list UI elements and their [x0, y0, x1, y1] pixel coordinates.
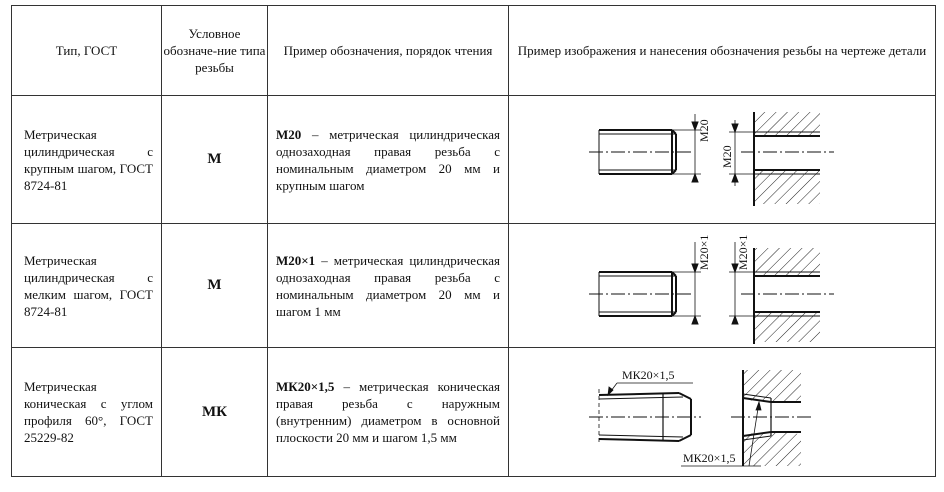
table-row: Метрическая цилиндрическая с мелким шаго…: [11, 223, 936, 348]
internal-thread-part: [741, 112, 834, 206]
header-row: Тип, ГОСТ Условное обозначе-ние типа рез…: [11, 5, 936, 96]
external-thread-shaft: [589, 129, 691, 175]
example-text: – метрическая цилиндрическая однозаходна…: [276, 126, 500, 193]
example-code: М20×1: [276, 252, 316, 268]
label-right: М20: [720, 145, 734, 168]
thread-drawing-cylindrical-fine: М20×1: [589, 235, 834, 344]
label-left: М20×1: [697, 235, 711, 270]
external-thread-shaft: [589, 271, 691, 317]
table-row: Метрическая коническая с углом профиля 6…: [11, 347, 936, 477]
thread-type-cell: Метрическая цилиндрическая с крупным шаг…: [11, 95, 162, 224]
leader-bottom: [681, 400, 762, 467]
drawing-cell: М20×1: [508, 223, 936, 348]
thread-type-cell: Метрическая коническая с углом профиля 6…: [11, 347, 162, 477]
example-cell: МК20×1,5 – метрическая коническая правая…: [267, 347, 509, 477]
header-type-gost: Тип, ГОСТ: [11, 5, 162, 96]
dimension-left: [672, 242, 701, 325]
dimension-right: [729, 242, 754, 325]
label-right: МК20×1,5: [683, 451, 735, 465]
thread-code-cell: МК: [161, 347, 268, 477]
thread-drawing-cylindrical-coarse: М20: [589, 112, 834, 206]
example-code: М20: [276, 126, 302, 142]
external-conical-shaft: [589, 389, 701, 445]
dimension-right: [729, 120, 754, 186]
header-example: Пример обозначения, порядок чтения: [267, 5, 509, 96]
internal-thread-part: [741, 248, 834, 344]
header-drawing: Пример изображения и нанесения обозначен…: [508, 5, 936, 96]
example-cell: М20×1 – метрическая цилиндрическая одноз…: [267, 223, 509, 348]
thread-designation-table: Тип, ГОСТ Условное обозначе-ние типа рез…: [11, 5, 936, 477]
drawing-cell: МК20×1,5: [508, 347, 936, 477]
example-code: МК20×1,5: [276, 379, 335, 394]
table-row: Метрическая цилиндрическая с крупным шаг…: [11, 95, 936, 224]
label-right: М20×1: [736, 235, 750, 270]
example-cell: М20 – метрическая цилиндрическая однозах…: [267, 95, 509, 224]
header-designation: Условное обозначе-ние типа резьбы: [161, 5, 268, 96]
internal-conical-part: [731, 370, 814, 466]
thread-code-cell: М: [161, 223, 268, 348]
label-left: М20: [697, 119, 711, 142]
thread-type-cell: Метрическая цилиндрическая с мелким шаго…: [11, 223, 162, 348]
leader-top: [607, 382, 693, 397]
example-text: – метрическая цилиндрическая однозаходна…: [276, 252, 500, 319]
example-text: – метрическая коническая правая резьба с…: [276, 379, 500, 445]
thread-code-cell: М: [161, 95, 268, 224]
dimension-left: [672, 114, 701, 183]
thread-drawing-conical: МК20×1,5: [589, 368, 814, 467]
label-left: МК20×1,5: [622, 368, 674, 382]
drawing-cell: М20: [508, 95, 936, 224]
